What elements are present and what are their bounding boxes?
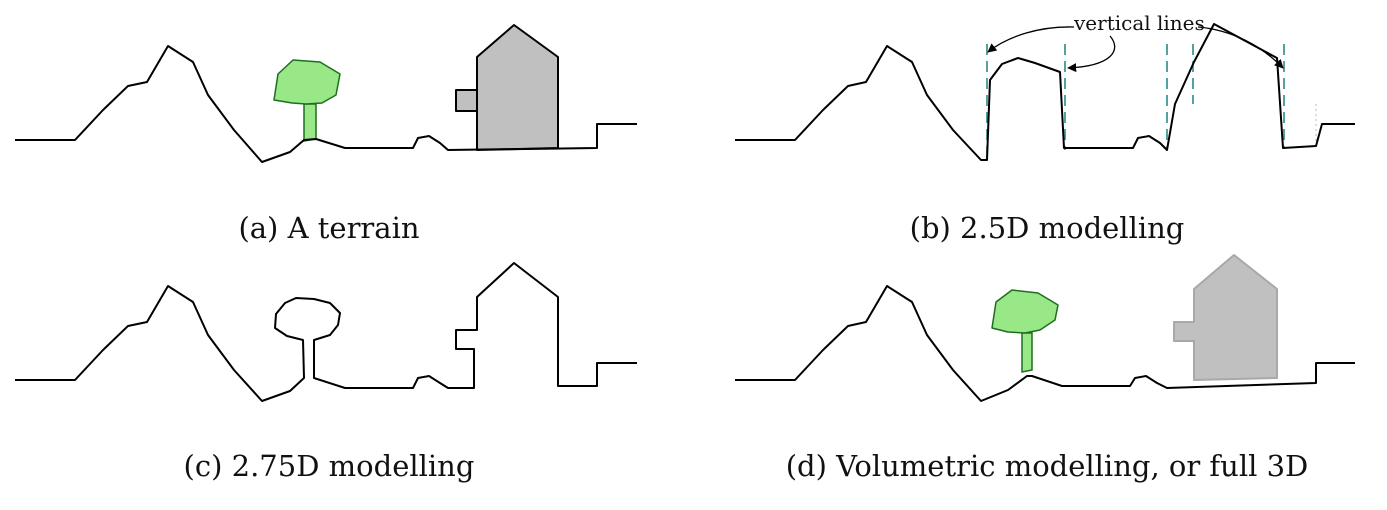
caption-b: (b) 2.5D modelling [910,211,1185,245]
tree-icon [273,59,341,142]
caption-c: (c) 2.75D modelling [184,449,475,483]
panel-b: vertical lines [735,11,1355,161]
terrain-line-a [15,45,637,163]
caption-d: (d) Volumetric modelling, or full 3D [786,449,1309,483]
tree-trunk [303,103,317,142]
annotation-arrow-1 [987,26,1075,53]
terrain-line-b [735,23,1355,161]
terrain-line-d [735,285,1355,402]
terrain-line-c [15,262,637,402]
vertical-line-marks [986,44,1285,160]
tree-crown [273,59,341,105]
house-icon [455,24,559,151]
tree-crown [991,289,1059,334]
vertical-lines-annotation: vertical lines [1073,11,1205,35]
panel-c [15,262,637,402]
annotation-arrows [987,26,1284,73]
caption-a: (a) A terrain [238,211,419,245]
panel-d [735,254,1355,402]
panel-a [15,24,637,163]
house-icon [1173,254,1278,381]
tree-trunk [1021,332,1033,373]
annotation-arrow-2 [1067,35,1116,73]
annotation-arrow-3 [1197,26,1284,69]
tree-icon [991,289,1059,373]
